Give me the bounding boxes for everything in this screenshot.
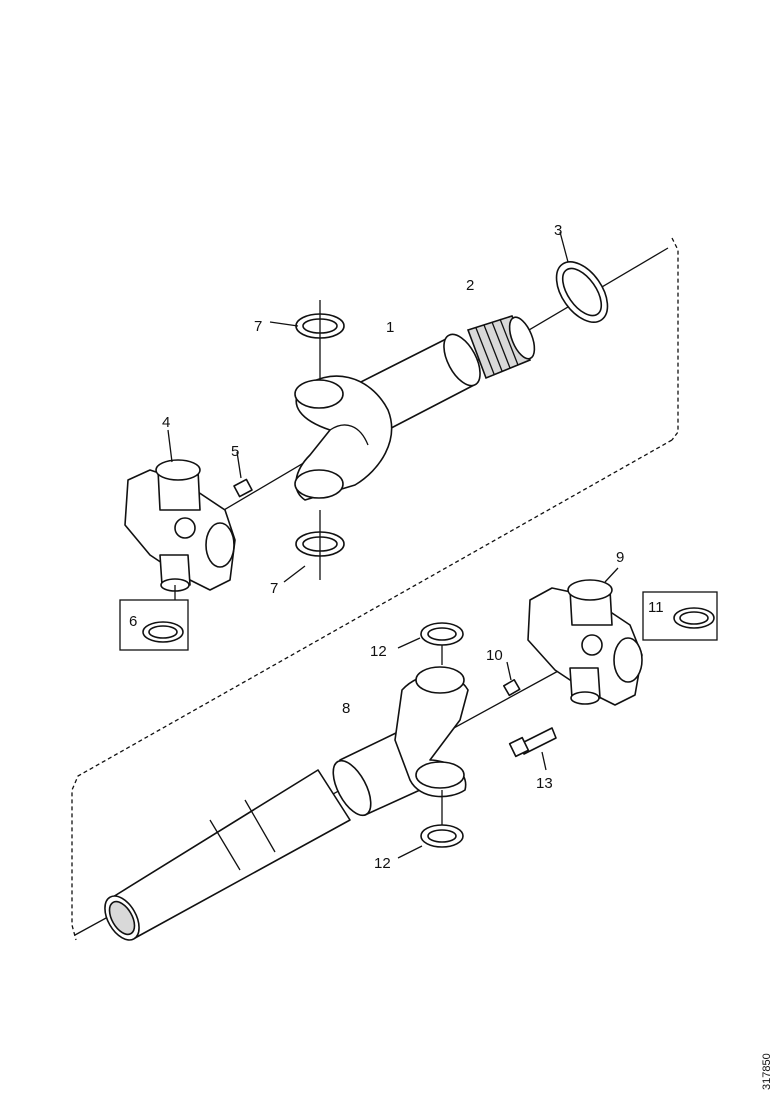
callout-11: 11 bbox=[648, 599, 664, 616]
callout-4: 4 bbox=[162, 414, 170, 431]
callout-12-top: 12 bbox=[370, 643, 387, 660]
part-4-universal-joint bbox=[124, 429, 236, 592]
callout-7-top: 7 bbox=[254, 318, 262, 335]
callout-10: 10 bbox=[486, 647, 503, 664]
part-11-bearing-seal bbox=[673, 607, 715, 629]
part-12-snap-ring-bottom bbox=[397, 790, 464, 859]
figure-number: 317850 bbox=[761, 1053, 773, 1090]
callout-9: 9 bbox=[616, 549, 624, 566]
part-11-callout-box bbox=[642, 591, 718, 641]
callout-7-bottom: 7 bbox=[270, 580, 278, 597]
part-6-bearing-seal bbox=[142, 585, 184, 643]
callout-3: 3 bbox=[554, 222, 562, 239]
part-12-snap-ring-top bbox=[397, 622, 464, 665]
part-9-universal-joint bbox=[527, 567, 643, 706]
callout-13: 13 bbox=[536, 775, 553, 792]
part-13-bolt bbox=[508, 727, 557, 771]
part-7-snap-ring-top bbox=[269, 300, 345, 380]
part-1-tube-yoke bbox=[294, 333, 481, 501]
callout-12-bottom: 12 bbox=[374, 855, 391, 872]
callout-5: 5 bbox=[231, 443, 239, 460]
part-3-seal-ring bbox=[555, 231, 609, 323]
part-8-slip-yoke-tube bbox=[104, 666, 469, 941]
callout-1: 1 bbox=[386, 319, 394, 336]
callout-2: 2 bbox=[466, 277, 474, 294]
part-6-callout-box bbox=[119, 599, 189, 651]
part-2-splined-stub bbox=[466, 315, 536, 380]
part-7-snap-ring-bottom bbox=[283, 510, 345, 583]
part-5-grease-fitting bbox=[233, 451, 253, 498]
callout-6: 6 bbox=[129, 613, 137, 630]
callout-8: 8 bbox=[342, 700, 350, 717]
part-10-grease-fitting bbox=[503, 661, 521, 697]
